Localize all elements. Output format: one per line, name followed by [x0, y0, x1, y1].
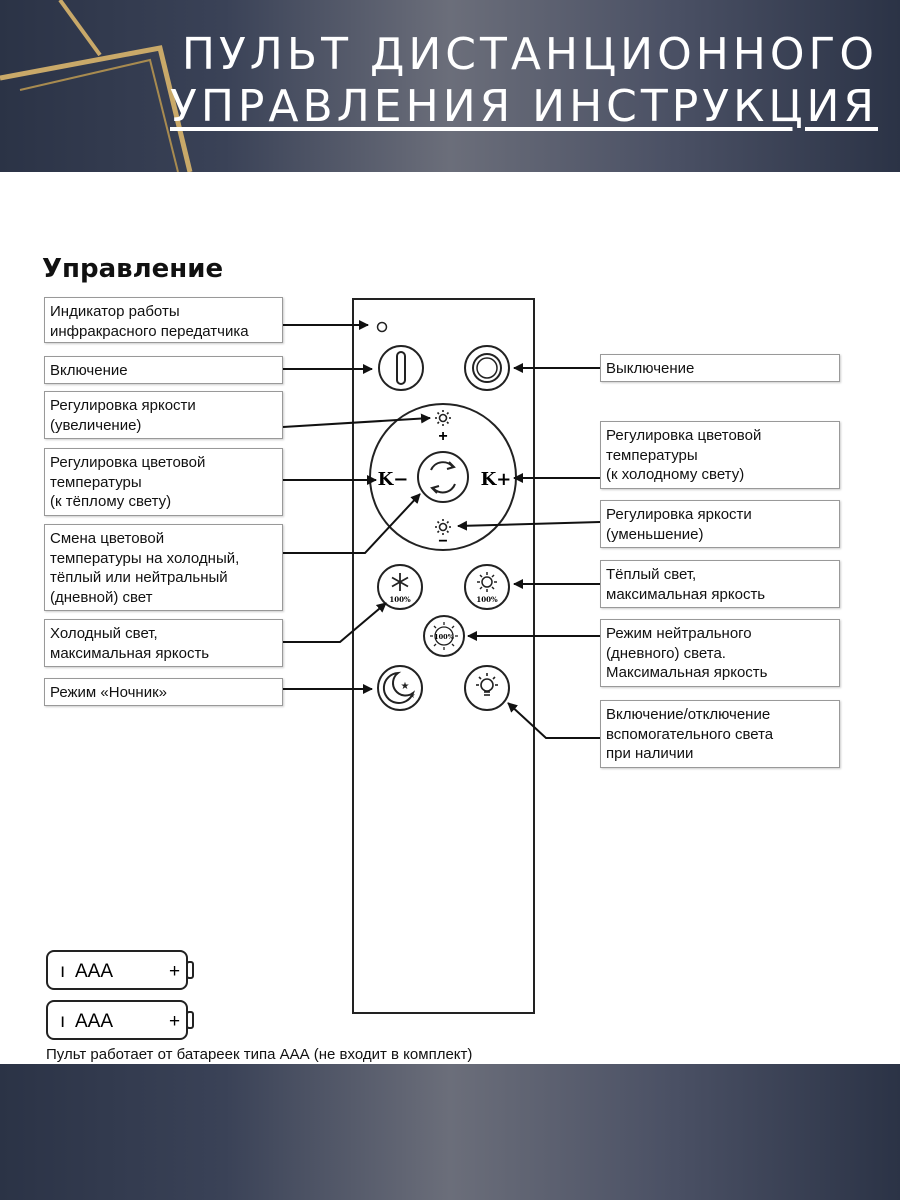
temp-cycle-button[interactable]: [417, 451, 469, 503]
label-line: (к тёплому свету): [50, 493, 172, 510]
label-line: (увеличение): [50, 416, 142, 434]
callout-arrows: [282, 320, 601, 739]
label-brightness-up: Регулировка яркости (увеличение): [44, 391, 283, 439]
label-line: Регулировка яркости: [606, 506, 752, 523]
label-line: Регулировка цветовой: [50, 454, 206, 471]
label-line: (к холодному свету): [606, 466, 745, 483]
label-line: Режим «Ночник»: [50, 684, 167, 701]
label-line: Регулировка яркости: [50, 397, 196, 414]
temp-cold-button[interactable]: K+: [481, 469, 512, 490]
power-off-button[interactable]: [464, 345, 510, 391]
cycle-arrows-icon: [430, 461, 456, 494]
label-line: Регулировка цветовой: [606, 427, 762, 444]
badge-100: 100%: [389, 595, 411, 604]
label-aux-light: Включение/отключение вспомогательного све…: [600, 700, 840, 768]
brightness-plus-sign: +: [438, 428, 447, 445]
label-line: (уменьшение): [606, 525, 704, 543]
night-mode-button[interactable]: ★ ★: [377, 665, 423, 711]
battery-footnote: Пульт работает от батареек типа ААА (не …: [46, 1046, 473, 1063]
page-title-line-1: ПУЛЬТ ДИСТАНЦИОННОГО: [181, 29, 878, 80]
stars-icon: ★: [408, 691, 415, 700]
brightness-up-button[interactable]: +: [435, 410, 451, 445]
label-line: Индикатор работы: [50, 303, 180, 320]
label-line: вспомогательного света: [606, 725, 774, 743]
footer-band: [0, 1064, 900, 1200]
section-heading: Управление: [42, 254, 224, 284]
battery-type: AAA: [75, 1011, 113, 1032]
label-line: максимальная яркость: [50, 644, 210, 662]
label-line: температуры: [606, 446, 698, 464]
label-line: температуры на холодный,: [50, 549, 240, 567]
neutral-max-button[interactable]: 100%: [423, 615, 465, 657]
label-line: Смена цветовой: [50, 530, 165, 547]
sun-icon: [477, 572, 497, 592]
battery-type: AAA: [75, 961, 113, 982]
label-line: при наличии: [606, 745, 694, 762]
label-ir-indicator: Индикатор работы инфракрасного передатчик…: [44, 297, 283, 343]
label-line: Максимальная яркость: [606, 664, 768, 681]
brightness-down-button[interactable]: −: [435, 519, 451, 550]
page-title-line-2: УПРАВЛЕНИЯ ИНСТРУКЦИЯ: [170, 81, 878, 132]
label-temp-cold: Регулировка цветовой температуры (к холодн…: [600, 421, 840, 489]
label-line: (дневного) света.: [606, 644, 726, 662]
battery-minus: ı: [60, 961, 65, 982]
battery-plus: +: [169, 961, 180, 982]
label-line: Холодный свет,: [50, 625, 158, 642]
battery-2: ı AAA +: [46, 1000, 194, 1040]
label-line: Режим нейтрального: [606, 625, 752, 642]
sun-icon: [430, 622, 458, 650]
gold-frame-decoration: [0, 0, 193, 172]
label-night-mode: Режим «Ночник»: [44, 678, 283, 706]
battery-minus: ı: [60, 1011, 65, 1032]
label-temp-warm: Регулировка цветовой температуры (к тёплом…: [44, 448, 283, 516]
badge-100: 100%: [476, 595, 498, 604]
light-bulb-icon: [476, 673, 498, 696]
label-line: инфракрасного передатчика: [50, 322, 249, 340]
moon-icon: [382, 671, 416, 704]
label-line: температуры: [50, 473, 142, 491]
label-line: Выключение: [606, 360, 695, 377]
label-line: Тёплый свет,: [606, 566, 697, 583]
sun-icon: [435, 410, 451, 426]
snowflake-icon: [391, 573, 409, 591]
label-power-off: Выключение: [600, 354, 840, 382]
label-temp-cycle: Смена цветовой температуры на холодный, тё…: [44, 524, 283, 611]
cold-max-button[interactable]: 100%: [377, 564, 423, 610]
battery-1: ı AAA +: [46, 950, 194, 990]
label-power-on: Включение: [44, 356, 283, 384]
label-brightness-down: Регулировка яркости (уменьшение): [600, 500, 840, 548]
temp-warm-button[interactable]: K−: [378, 469, 409, 490]
warm-max-button[interactable]: 100%: [464, 564, 510, 610]
brightness-minus-sign: −: [438, 533, 447, 550]
label-warm-max: Тёплый свет, максимальная яркость: [600, 560, 840, 608]
power-on-icon: [396, 351, 406, 385]
sun-icon: [435, 519, 451, 535]
power-on-button[interactable]: [378, 345, 424, 391]
label-line: Включение/отключение: [606, 706, 771, 723]
label-neutral-max: Режим нейтрального (дневного) света. Макси…: [600, 619, 840, 687]
label-line: Включение: [50, 362, 128, 379]
badge-100: 100%: [434, 633, 455, 641]
battery-plus: +: [169, 1011, 180, 1032]
aux-light-button[interactable]: [464, 665, 510, 711]
header-band: [0, 0, 900, 172]
ir-indicator-led: [376, 321, 388, 333]
label-line: (дневной) свет: [50, 588, 153, 606]
label-line: максимальная яркость: [606, 585, 766, 603]
stars-icon: ★: [401, 681, 410, 692]
label-line: тёплый или нейтральный: [50, 569, 228, 586]
label-cold-max: Холодный свет, максимальная яркость: [44, 619, 283, 667]
